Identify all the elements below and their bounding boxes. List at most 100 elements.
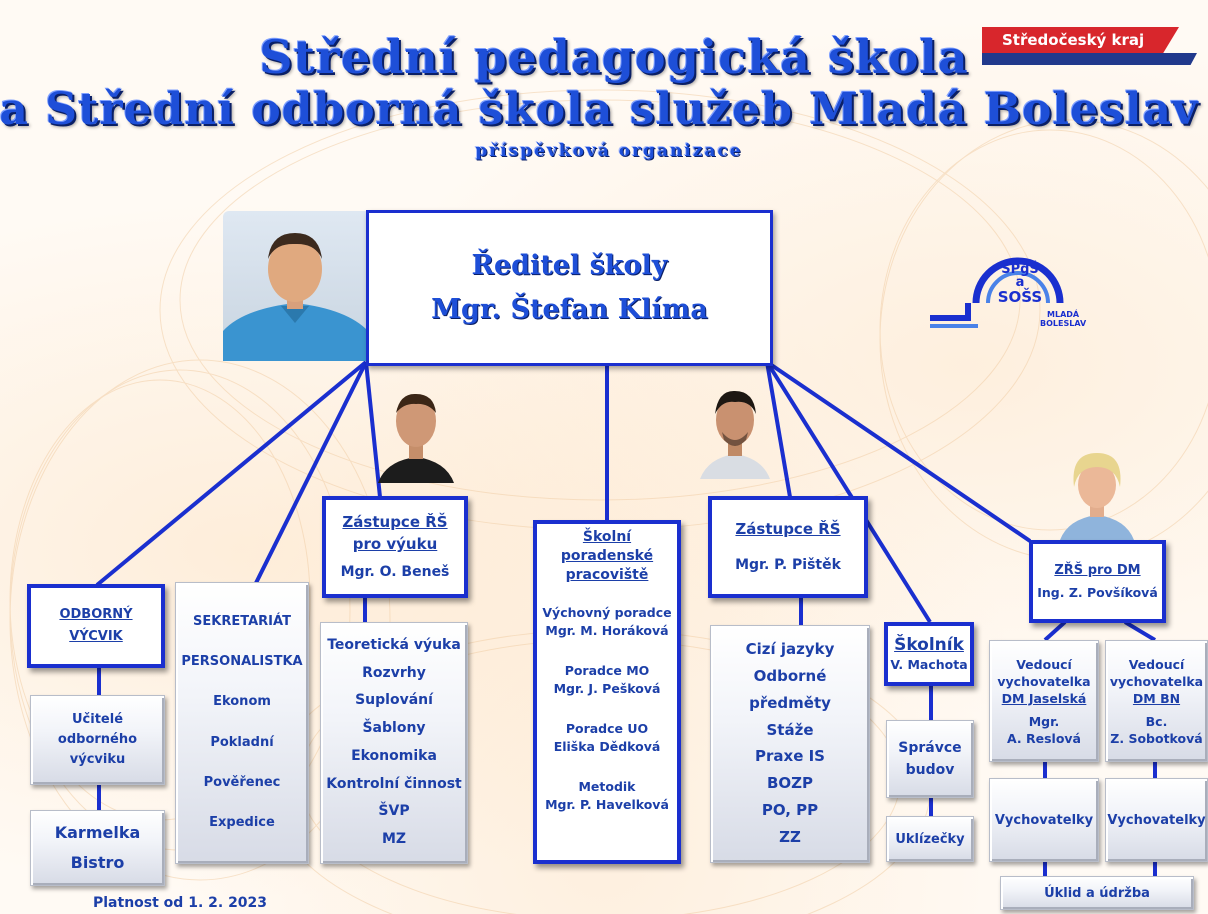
vyuka-items-box: Teoretická výuka Rozvrhy Suplování Šablo…: [320, 622, 468, 864]
person-photo-icon: [223, 233, 368, 361]
zastupce-2-item: BOZP: [766, 774, 814, 793]
vyuka-item: Ekonomika: [351, 747, 437, 764]
zrs-dm-photo: [1058, 447, 1136, 540]
uklid-udrzba-box: Úklid a údržba: [1000, 876, 1194, 910]
dm-jaselska-line3: DM Jaselská: [1001, 690, 1087, 706]
zrs-dm-title: ZŘŠ pro DM: [1054, 562, 1141, 578]
dm-bn-line2: vychovatelka: [1109, 673, 1204, 689]
skolni-name: Mgr. J. Pešková: [553, 681, 661, 696]
logo-text-5: BOLESLAV: [1040, 319, 1087, 328]
skolni-name: Mgr. M. Horáková: [545, 623, 669, 638]
vyuka-item: Rozvrhy: [362, 664, 426, 681]
vyuka-item: ŠVP: [378, 803, 410, 820]
connector-lines: [95, 360, 1157, 878]
zastupce-2-title: Zástupce ŘŠ: [735, 520, 841, 538]
ucitele-line3: výcviku: [69, 752, 126, 767]
director-name: Mgr. Štefan Klíma: [431, 294, 708, 325]
zastupce-2-item: Odborné: [753, 667, 827, 686]
logo-text-3: SOŠS: [997, 288, 1043, 306]
zastupce-2-item: ZZ: [779, 827, 801, 846]
deputy-2-photo: [700, 382, 770, 479]
vychovatelky-label: Vychovatelky: [994, 812, 1094, 828]
odborny-vycvik-box: ODBORNÝ VÝCVIK: [27, 584, 165, 668]
logo-text-4: MLADÁ: [1047, 310, 1080, 319]
dm-bn-line1: Vedoucí: [1128, 656, 1185, 672]
zastupce-2-box: Zástupce ŘŠ Mgr. P. Pištěk: [708, 496, 868, 598]
zastupce-2-item: předměty: [749, 693, 831, 712]
ucitele-line1: Učitelé: [71, 712, 124, 727]
zastupce-2-items-box: Cizí jazyky Odborné předměty Stáže Praxe…: [710, 625, 870, 863]
sekretariat-item: SEKRETARIÁT: [193, 613, 291, 629]
ucitele-line2: odborného: [57, 732, 138, 747]
skolni-group: Poradce MO Mgr. J. Pešková: [554, 662, 661, 698]
sekretariat-item: Pokladní: [210, 734, 274, 750]
zastupce-vyuka-title1: Zástupce ŘŠ: [342, 513, 448, 531]
dm-bn-box: Vedoucí vychovatelka DM BN Bc. Z. Sobotk…: [1105, 640, 1208, 762]
logo-text-2: a: [1015, 275, 1025, 290]
skolnik-name: V. Machota: [890, 657, 968, 672]
skolni-role: Výchovný poradce: [542, 605, 672, 620]
vyuka-item: Suplování: [355, 692, 433, 709]
skolni-role: Poradce UO: [565, 721, 649, 736]
sekretariat-item: Pověřenec: [203, 774, 281, 790]
skolni-poradenske-box: Školní poradenské pracoviště Výchovný po…: [533, 520, 681, 864]
logo-text-1: SPgŠ: [1001, 262, 1039, 277]
sekretariat-item: Expedice: [209, 815, 275, 831]
skolni-role: Poradce MO: [564, 663, 650, 678]
vyuka-item: Teoretická výuka: [327, 636, 461, 653]
skolni-name: Eliška Dědková: [553, 739, 661, 754]
uklizecky-label: Uklízečky: [895, 831, 965, 847]
zastupce-vyuka-box: Zástupce ŘŠ pro výuku Mgr. O. Beneš: [322, 496, 468, 598]
skolnik-title: Školník: [894, 635, 964, 655]
dm-bn-line3: DM BN: [1132, 690, 1181, 706]
dm-bn-line4: Bc.: [1145, 713, 1168, 729]
odborny-vycvik-line1: ODBORNÝ: [59, 607, 133, 622]
zrs-dm-box: ZŘŠ pro DM Ing. Z. Povšíková: [1029, 540, 1166, 623]
region-badge: Středočeský kraj: [982, 27, 1197, 65]
sekretariat-item: Ekonom: [213, 694, 271, 710]
director-box: Ředitel školy Mgr. Štefan Klíma: [366, 210, 773, 366]
vyuka-item: Kontrolní činnost: [326, 775, 462, 792]
skolni-title2: poradenské: [560, 548, 654, 564]
person-photo-icon: [1060, 453, 1134, 540]
director-title: Ředitel školy: [471, 250, 668, 281]
karmelka-line2: Bistro: [70, 853, 125, 872]
region-badge-label: Středočeský kraj: [1002, 31, 1145, 49]
skolni-group: Poradce UO Eliška Dědková: [554, 720, 661, 756]
spravce-line1: Správce: [898, 740, 962, 756]
skolni-title3: pracoviště: [565, 567, 649, 583]
uklid-udrzba-label: Úklid a údržba: [1044, 885, 1150, 901]
skolni-role: Metodik: [578, 779, 636, 794]
dm-jaselska-line2: vychovatelka: [997, 673, 1091, 689]
validity-note: Platnost od 1. 2. 2023: [93, 895, 268, 911]
zastupce-2-item: PO, PP: [761, 800, 819, 819]
zastupce-2-item: Cizí jazyky: [745, 640, 835, 659]
uklizecky-box: Uklízečky: [886, 816, 974, 862]
school-logo: SPgŠ a SOŠS MLADÁ BOLESLAV: [928, 233, 1098, 343]
skolni-title1: Školní: [582, 529, 632, 545]
skolnik-box: Školník V. Machota: [884, 622, 974, 686]
ucitele-box: Učitelé odborného výcviku: [30, 695, 165, 785]
spravce-box: Správce budov: [886, 720, 974, 798]
sekretariat-item: PERSONALISTKA: [181, 653, 303, 669]
dm-jaselska-line4: Mgr.: [1028, 713, 1060, 729]
director-photo: [223, 211, 368, 361]
karmelka-box: Karmelka Bistro: [30, 810, 165, 886]
odborny-vycvik-line2: VÝCVIK: [69, 629, 123, 644]
school-legal-form: příspěvková organizace: [475, 141, 743, 161]
sekretariat-box: SEKRETARIÁT PERSONALISTKA Ekonom Pokladn…: [175, 582, 309, 864]
dm-jaselska-line1: Vedoucí: [1016, 656, 1072, 672]
vychovatelky-bn-box: Vychovatelky: [1105, 778, 1208, 862]
skolni-group: Výchovný poradce Mgr. M. Horáková: [542, 604, 671, 640]
logo-arc-icon: [930, 257, 1064, 328]
karmelka-line1: Karmelka: [54, 823, 141, 842]
zastupce-vyuka-title2: pro výuku: [352, 535, 438, 553]
person-photo-icon: [700, 390, 770, 479]
vychovatelky-label: Vychovatelky: [1107, 812, 1206, 828]
school-name-line1: Střední pedagogická škola: [259, 30, 969, 84]
vyuka-item: Šablony: [362, 720, 426, 737]
person-photo-icon: [378, 393, 454, 483]
vyuka-item: MZ: [381, 831, 407, 848]
